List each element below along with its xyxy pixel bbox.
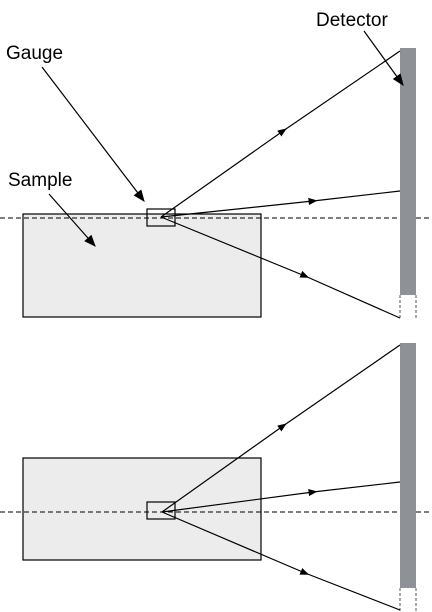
sample-block [22, 457, 262, 561]
sample-label: Sample [8, 170, 72, 191]
detector-bar [400, 343, 416, 588]
diffracted-ray-middle [161, 481, 401, 513]
diffracted-ray-middle [160, 190, 401, 218]
gauge-box [146, 208, 176, 227]
sample-pointer [48, 193, 96, 247]
diffracted-ray-upper [161, 344, 401, 513]
top-panel: Detector Gauge Sample [0, 10, 432, 319]
detector-bar [400, 48, 416, 295]
diffracted-ray-lower [160, 216, 401, 319]
gauge-label: Gauge [6, 43, 63, 64]
detector-label: Detector [316, 10, 388, 31]
detector-pointer [363, 30, 404, 86]
diffracted-ray-lower [161, 511, 401, 611]
gauge-pointer [41, 66, 145, 202]
bottom-panel [0, 343, 432, 612]
diffracted-ray-upper [160, 50, 401, 218]
sample-block [22, 213, 262, 318]
